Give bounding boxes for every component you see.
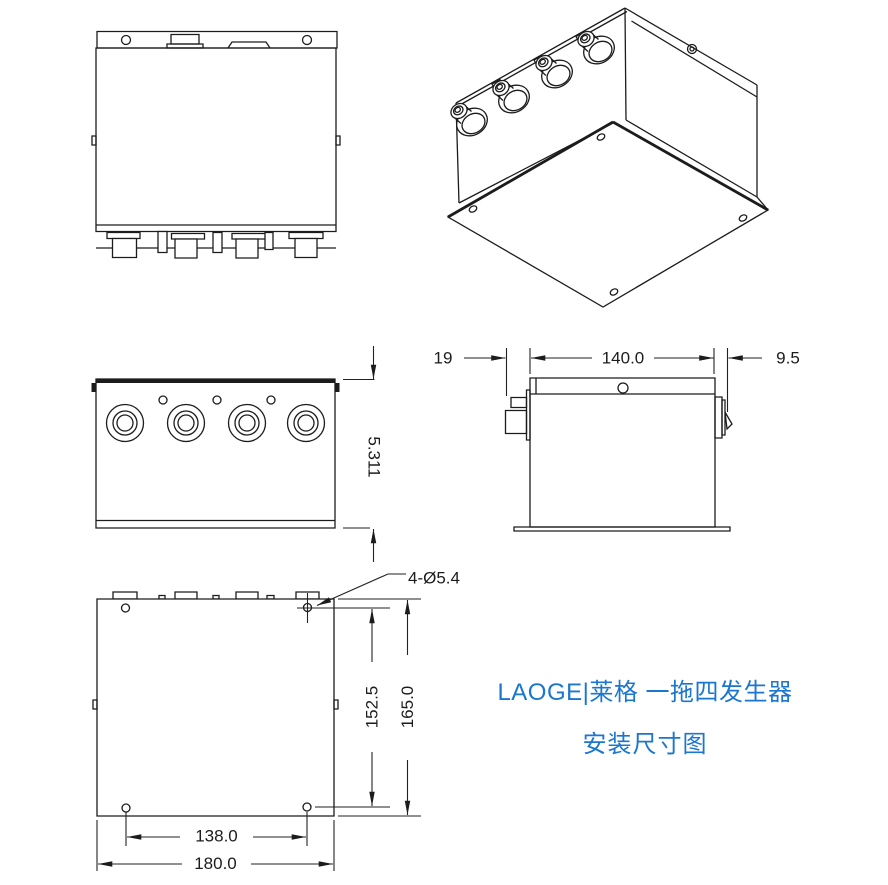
iso-plate-hole bbox=[596, 133, 606, 142]
dim-text-hole-spacing-h: 138.0 bbox=[195, 827, 238, 846]
front-right-clip bbox=[336, 136, 340, 145]
side-left-connectors bbox=[506, 390, 531, 440]
front-top-flange bbox=[97, 32, 337, 49]
bottom-view bbox=[93, 592, 338, 816]
side-mount-flange bbox=[514, 527, 730, 531]
dim-text-top-depth: 5.311 bbox=[365, 436, 384, 477]
drawing-subtitle: 安装尺寸图 bbox=[582, 731, 708, 758]
dim-mount-holes-callout: 4-Ø5.4 bbox=[317, 569, 460, 606]
front-bottom-connectors bbox=[96, 232, 336, 259]
top-view bbox=[91, 379, 340, 528]
dim-top-view-depth: 5.311 bbox=[343, 346, 384, 562]
iso-plate-hole bbox=[468, 205, 478, 214]
front-body bbox=[96, 48, 336, 232]
top-left-clip bbox=[91, 383, 96, 392]
dim-text-overall-width: 180.0 bbox=[194, 854, 237, 873]
dim-text-hole-spacing-v: 152.5 bbox=[363, 686, 382, 729]
dimension-annotations: 5.311 19 140.0 9.5 152.5 165.0 bbox=[97, 346, 800, 873]
bottom-left-clip bbox=[93, 700, 97, 709]
bottom-right-clip bbox=[334, 700, 338, 709]
front-flange-hole-left bbox=[122, 36, 131, 45]
dim-text-side-width: 140.0 bbox=[602, 349, 645, 368]
isometric-view bbox=[448, 8, 768, 307]
top-view-connectors bbox=[107, 405, 325, 442]
product-title: LAOGE|莱格 一拖四发生器 bbox=[497, 679, 793, 706]
side-top-screw bbox=[618, 383, 628, 393]
iso-connector-3 bbox=[532, 51, 579, 94]
bottom-view-outline bbox=[97, 599, 334, 816]
dim-text-mount-holes: 4-Ø5.4 bbox=[408, 569, 460, 588]
iso-band-screw bbox=[688, 45, 697, 54]
side-view bbox=[506, 378, 733, 531]
iso-plate-hole bbox=[609, 288, 619, 297]
bottom-view-tabs bbox=[113, 592, 319, 599]
front-top-bumps bbox=[167, 35, 270, 49]
dim-text-overall-depth: 165.0 bbox=[398, 686, 417, 729]
dim-text-side-right: 9.5 bbox=[776, 349, 800, 368]
iso-connector-4 bbox=[574, 27, 621, 70]
top-right-clip bbox=[335, 383, 340, 392]
iso-bottom-plate bbox=[448, 122, 768, 307]
dim-bottom-vertical: 152.5 165.0 bbox=[297, 599, 421, 816]
top-view-small-holes bbox=[159, 396, 275, 404]
iso-plate-hole bbox=[738, 214, 748, 223]
dim-bottom-horizontal: 138.0 180.0 bbox=[97, 812, 334, 873]
top-view-outline bbox=[96, 379, 335, 528]
dim-text-side-left: 19 bbox=[434, 349, 453, 368]
iso-connector-1 bbox=[447, 99, 494, 142]
side-right-switch bbox=[715, 397, 732, 438]
dim-side-view: 19 140.0 9.5 bbox=[434, 348, 800, 412]
front-view bbox=[92, 32, 340, 259]
iso-right-wall bbox=[625, 8, 768, 210]
front-left-clip bbox=[92, 136, 96, 145]
side-body bbox=[530, 378, 715, 527]
iso-connectors bbox=[447, 27, 621, 142]
iso-connector-2 bbox=[489, 76, 536, 119]
front-flange-hole-right bbox=[303, 36, 312, 45]
